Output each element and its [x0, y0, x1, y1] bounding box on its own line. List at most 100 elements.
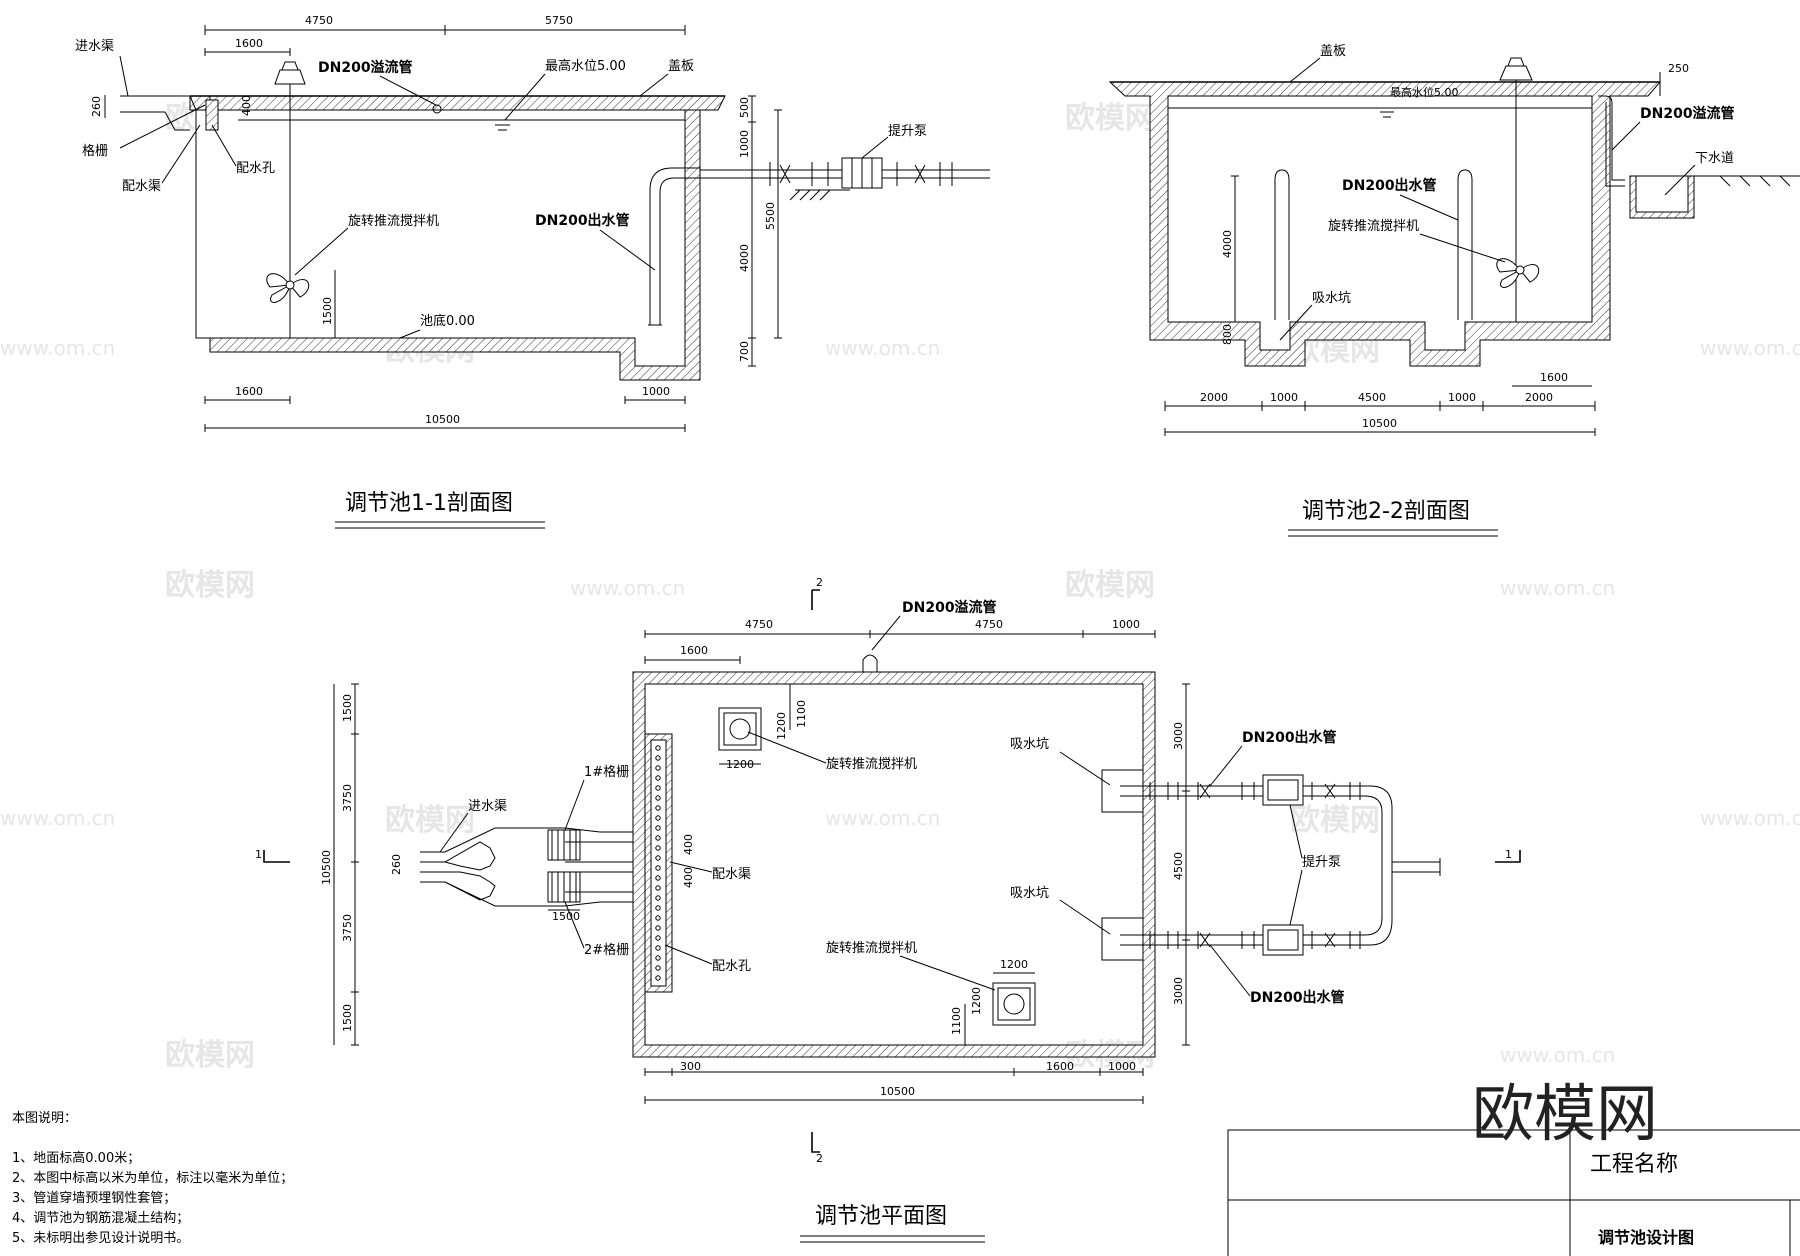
watermark-brand: 欧模网 — [385, 803, 475, 838]
svg-text:3000: 3000 — [1172, 977, 1185, 1005]
discharge-pipe-out — [1392, 858, 1441, 876]
svg-text:4500: 4500 — [1358, 391, 1386, 404]
section-1-dimensions: 4750 5750 1600 260 400 500 1000 4000 700… — [90, 14, 782, 432]
distribution-hole — [655, 865, 661, 871]
label-outlet-pipe: DN200出水管 — [1242, 729, 1337, 746]
svg-text:5750: 5750 — [545, 14, 573, 27]
distribution-hole — [655, 825, 661, 831]
pool-interior-2 — [1167, 95, 1593, 351]
suction-pit-plan-top — [1101, 769, 1144, 813]
svg-text:300: 300 — [680, 1060, 701, 1073]
svg-text:400: 400 — [682, 867, 695, 888]
distribution-hole — [655, 875, 661, 881]
svg-text:10500: 10500 — [425, 413, 460, 426]
svg-text:5500: 5500 — [764, 202, 777, 230]
drawing-name-label: 调节池设计图 — [1598, 1228, 1694, 1247]
label-outlet-pipe: DN200出水管 — [535, 212, 630, 229]
design-notes: 本图说明： 1、地面标高0.00米； 2、本图中标高以米为单位，标注以毫米为单位… — [12, 1111, 293, 1246]
label-outlet-pipe: DN200出水管 — [1342, 177, 1437, 194]
svg-text:400: 400 — [682, 834, 695, 855]
section-markers: 1 1 2 2 — [255, 576, 1521, 1165]
watermark-url: www.om.cn — [1700, 336, 1800, 360]
watermark-url: www.om.cn — [1500, 576, 1615, 600]
outlet-pipe-inside — [649, 167, 700, 325]
note-item: 5、未标明出参见设计说明书。 — [12, 1230, 189, 1246]
distribution-hole — [655, 795, 661, 801]
watermark-brand: 欧模网 — [1065, 568, 1155, 603]
svg-text:1100: 1100 — [950, 1007, 963, 1035]
svg-text:4750: 4750 — [975, 618, 1003, 631]
svg-text:2000: 2000 — [1200, 391, 1228, 404]
svg-text:1200: 1200 — [726, 758, 754, 771]
watermark-url: www.om.cn — [0, 806, 115, 830]
watermark-url: www.om.cn — [570, 576, 685, 600]
label-mixer: 旋转推流搅拌机 — [826, 756, 917, 772]
svg-text:1100: 1100 — [795, 700, 808, 728]
section-1-labels: 进水渠 格栅 配水渠 配水孔 DN200溢流管 最高水位5.00 盖板 提升泵 … — [75, 39, 927, 339]
svg-text:1200: 1200 — [775, 712, 788, 740]
svg-text:1500: 1500 — [321, 297, 334, 325]
svg-text:250: 250 — [1668, 62, 1689, 75]
svg-text:1600: 1600 — [1540, 371, 1568, 384]
svg-text:10500: 10500 — [1362, 417, 1397, 430]
section-2-labels: 盖板 最高水位5.00 DN200溢流管 下水道 DN200出水管 旋转推流搅拌… — [1279, 44, 1735, 341]
svg-text:3750: 3750 — [341, 784, 354, 812]
mixer-motor-2 — [1499, 65, 1533, 81]
watermark-url: www.om.cn — [1700, 806, 1800, 830]
label-inlet-channel: 进水渠 — [468, 799, 507, 814]
brand-watermark-logo: 欧模网 — [1472, 1077, 1658, 1150]
label-grating-1: 1#格栅 — [584, 764, 629, 780]
mixer-plan-top — [718, 707, 762, 751]
label-suction-pit: 吸水坑 — [1312, 291, 1351, 306]
water-level-symbol — [495, 124, 510, 131]
outlet-pipe-plan-top — [1120, 785, 1200, 797]
distribution-hole — [655, 945, 661, 951]
watermark-url: www.om.cn — [1500, 1043, 1615, 1067]
pool-interior — [195, 109, 686, 367]
label-mixer: 旋转推流搅拌机 — [1328, 218, 1419, 234]
overflow-pipe-plan — [862, 654, 878, 673]
svg-text:1: 1 — [1505, 848, 1512, 861]
distribution-hole — [655, 785, 661, 791]
label-inlet-channel: 进水渠 — [75, 39, 114, 54]
label-distribution-channel: 配水渠 — [712, 867, 751, 882]
distribution-hole — [655, 925, 661, 931]
distribution-hole — [655, 905, 661, 911]
svg-text:1000: 1000 — [738, 130, 751, 158]
svg-text:2: 2 — [816, 576, 823, 589]
note-item: 4、调节池为钢筋混凝土结构； — [12, 1210, 189, 1226]
watermark-url: www.om.cn — [825, 336, 940, 360]
svg-text:260: 260 — [390, 854, 403, 875]
svg-text:1000: 1000 — [1448, 391, 1476, 404]
outlet-pipe-plan-bottom — [1120, 934, 1200, 946]
svg-text:10500: 10500 — [320, 850, 333, 885]
svg-text:1600: 1600 — [235, 37, 263, 50]
watermark-brand: 欧模网 — [165, 1038, 255, 1073]
svg-text:260: 260 — [90, 96, 103, 117]
mixer-propeller-icon — [266, 273, 310, 303]
label-distribution-hole: 配水孔 — [236, 161, 275, 176]
distribution-hole — [655, 755, 661, 761]
svg-text:1600: 1600 — [235, 385, 263, 398]
note-item: 1、地面标高0.00米； — [12, 1150, 140, 1166]
plan-view: 1 1 2 2 4750 4750 1000 1600 1100 1200 12… — [255, 576, 1521, 1243]
inlet-channel-line — [120, 95, 190, 131]
distribution-hole — [655, 845, 661, 851]
section-2-2-view: 250 4000 800 1600 2000 1000 4500 1000 20… — [1108, 44, 1800, 537]
label-max-water-level: 最高水位5.00 — [545, 58, 626, 74]
distribution-hole — [655, 805, 661, 811]
mixer-propeller-icon — [1496, 258, 1540, 288]
project-name-label: 工程名称 — [1590, 1152, 1678, 1177]
distribution-hole — [655, 915, 661, 921]
label-cover-plate: 盖板 — [668, 59, 694, 74]
valve-icon — [1199, 783, 1336, 948]
outlet-pipe-2b — [1457, 169, 1473, 320]
distribution-hole — [655, 765, 661, 771]
mixer-motor — [274, 69, 306, 85]
label-mixer: 旋转推流搅拌机 — [348, 213, 439, 229]
label-max-water-level: 最高水位5.00 — [1390, 85, 1459, 99]
label-overflow-pipe: DN200溢流管 — [1640, 105, 1735, 122]
section-2-dimensions: 250 4000 800 1600 2000 1000 4500 1000 20… — [1164, 62, 1689, 436]
label-grating-2: 2#格栅 — [584, 942, 629, 958]
